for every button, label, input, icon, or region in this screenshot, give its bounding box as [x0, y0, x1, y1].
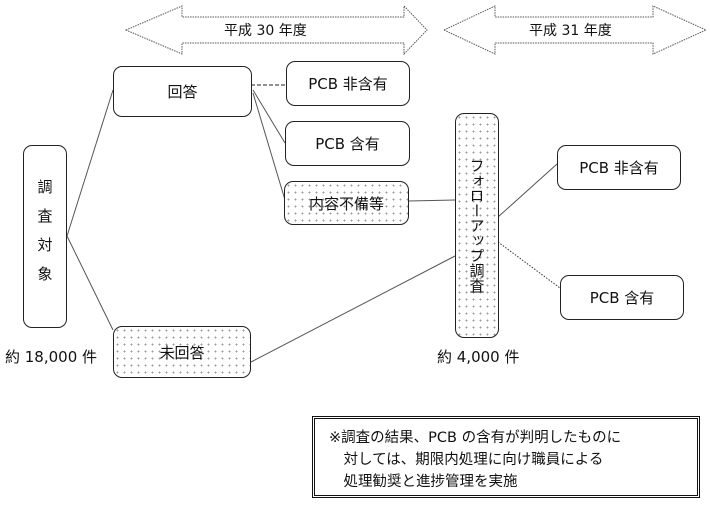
- pcb-free-2018-box: PCB 非含有: [286, 61, 410, 106]
- note-line: 処理勧奨と進捗管理を実施: [329, 474, 518, 490]
- note-line: 対しては、期限内処理に向け職員による: [329, 452, 604, 468]
- pcb-contained-2019-box: PCB 含有: [560, 275, 684, 320]
- line-target-answered: [66, 89, 114, 237]
- line-followup-pcbfree: [497, 163, 558, 218]
- followup-box: フォローアップ調査: [455, 113, 499, 338]
- period-label-h31: 平成 31 年度: [529, 23, 612, 39]
- answered-box: 回答: [113, 66, 252, 117]
- line-unanswered-followup: [250, 255, 456, 363]
- pcb-free-2018-label: PCB 非含有: [308, 75, 388, 93]
- note-line: ※調査の結果、PCB の含有が判明したものに: [329, 430, 622, 446]
- period-arrow-h30: [124, 4, 428, 56]
- line-answered-pcb: [252, 89, 286, 144]
- followup-count: 約 4,000 件: [437, 348, 520, 366]
- period-label-h30: 平成 30 年度: [224, 23, 307, 39]
- line-followup-pcb: [497, 241, 561, 289]
- pcb-contained-2019-label: PCB 含有: [589, 289, 655, 307]
- survey-target-box: 調査対象: [23, 145, 67, 328]
- line-answered-incomplete: [252, 92, 286, 201]
- survey-target-label: 調査対象: [35, 178, 54, 295]
- period-arrow-h31: [442, 5, 708, 55]
- incomplete-label: 内容不備等: [308, 194, 384, 213]
- survey-target-count: 約 18,000 件: [5, 348, 98, 366]
- incomplete-box: 内容不備等: [284, 181, 409, 225]
- line-incomplete-followup: [408, 199, 456, 202]
- followup-label: フォローアップ調査: [467, 158, 486, 293]
- pcb-contained-2018-box: PCB 含有: [285, 121, 410, 166]
- pcb-free-2019-box: PCB 非含有: [557, 145, 681, 190]
- note-box: ※調査の結果、PCB の含有が判明したものに 対しては、期限内処理に向け職員によ…: [312, 416, 700, 498]
- unanswered-label: 未回答: [159, 343, 205, 362]
- unanswered-box: 未回答: [113, 326, 251, 378]
- pcb-contained-2018-label: PCB 含有: [315, 135, 380, 153]
- answered-label: 回答: [167, 83, 198, 101]
- pcb-free-2019-label: PCB 非含有: [579, 159, 659, 177]
- line-target-unanswered: [66, 235, 114, 331]
